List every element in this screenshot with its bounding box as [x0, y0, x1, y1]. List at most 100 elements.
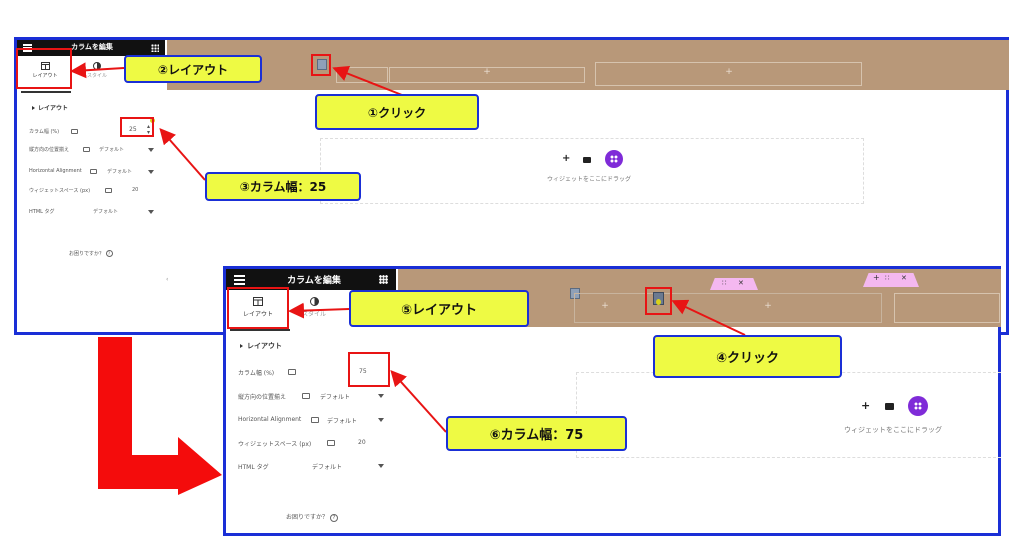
help-text: お困りですか？	[286, 514, 329, 521]
vertical-align-select[interactable]: デフォルト	[320, 394, 351, 401]
hamburger-icon[interactable]	[234, 275, 245, 285]
add-widget-plus[interactable]: +	[601, 301, 609, 311]
grid-icon	[610, 155, 618, 163]
monitor-icon	[71, 129, 78, 134]
tab-style[interactable]: スタイル	[292, 297, 336, 327]
monitor-icon	[288, 369, 296, 375]
drop-zone[interactable]	[320, 138, 864, 204]
tab-style-label: スタイル	[301, 311, 326, 318]
tab-layout-underline	[21, 91, 71, 93]
contrast-icon	[309, 297, 319, 306]
html-tag-label: HTML タグ	[238, 464, 269, 471]
question-icon: ?	[105, 250, 113, 257]
section-title[interactable]: レイアウト	[247, 342, 282, 350]
add-widget-plus[interactable]: +	[764, 301, 772, 311]
callout-step-6: ⑥カラム幅：75	[446, 416, 627, 451]
html-tag-select[interactable]: デフォルト	[312, 464, 343, 471]
close-icon[interactable]: ✕	[738, 279, 744, 287]
section-handle[interactable]: + ∷ ✕	[863, 273, 919, 287]
tab-style[interactable]: スタイル	[77, 62, 117, 92]
widget-space-label: ウィジェットスペース (px)	[29, 188, 91, 194]
highlight-tab-layout-bottom	[227, 287, 289, 329]
horizontal-align-select[interactable]: デフォルト	[327, 418, 358, 425]
highlight-tab-layout-top	[16, 48, 72, 89]
tab-layout[interactable]: レイアウト	[23, 62, 67, 92]
template-button[interactable]	[908, 396, 928, 416]
callout-step-2: ②レイアウト	[124, 55, 262, 83]
column-2[interactable]	[894, 293, 1000, 323]
highlight-column-handle-top	[311, 54, 331, 76]
highlight-width-input-bottom	[348, 352, 390, 387]
tab-layout[interactable]: レイアウト	[232, 297, 284, 327]
section-caret-icon	[32, 106, 35, 110]
help-link[interactable]: お困りですか？ ?	[286, 512, 338, 522]
cursor-icon	[656, 299, 661, 305]
html-tag-label: HTML タグ	[29, 209, 55, 215]
highlight-width-input-top	[120, 117, 154, 137]
column-handle-icon[interactable]	[317, 59, 327, 70]
folder-icon[interactable]	[885, 403, 894, 410]
html-tag-select[interactable]: デフォルト	[93, 209, 119, 215]
drop-zone-text: ウィジェットをここにドラッグ	[547, 176, 632, 183]
grid-icon[interactable]	[379, 275, 388, 284]
col-width-input[interactable]: 75	[359, 368, 367, 375]
horizontal-align-label: Horizontal Alignment	[29, 168, 82, 174]
drag-icon: ∷	[885, 274, 890, 282]
callout-step-1: ①クリック	[315, 94, 479, 130]
highlight-column-handle-bottom	[645, 287, 672, 315]
col-width-label: カラム幅 (%)	[238, 370, 275, 377]
section-row[interactable]	[167, 40, 1009, 90]
widget-space-label: ウィジェットスペース (px)	[238, 441, 312, 448]
vertical-align-label: 縦方向の位置揃え	[29, 147, 70, 153]
screenshot-after: カラムを編集 レイアウト スタイル レイアウト カラム幅 (%) 75 縦方向の…	[223, 266, 1001, 536]
folder-icon[interactable]	[583, 157, 591, 163]
column-1[interactable]	[336, 67, 388, 83]
add-widget-plus[interactable]: +	[725, 67, 733, 77]
tab-style-label: スタイル	[86, 73, 107, 79]
section-handle[interactable]: ∷ ✕	[710, 278, 758, 290]
chevron-down-icon	[378, 418, 384, 422]
add-section-plus[interactable]: +	[861, 399, 871, 412]
callout-step-3: ③カラム幅：25	[205, 172, 361, 201]
flow-arrow-icon	[98, 337, 222, 495]
help-text: お困りですか？	[69, 251, 105, 257]
monitor-icon	[311, 417, 319, 423]
section-title[interactable]: レイアウト	[38, 105, 69, 112]
grid-icon[interactable]	[151, 44, 159, 52]
add-section-plus[interactable]: +	[562, 153, 571, 164]
vertical-align-select[interactable]: デフォルト	[99, 147, 125, 153]
grid-icon	[914, 402, 922, 410]
stepper-icon[interactable]: ▴▾	[147, 123, 151, 136]
col-width-value: 25	[129, 126, 137, 133]
drop-zone[interactable]	[576, 372, 1001, 458]
callout-step-4: ④クリック	[653, 335, 842, 378]
question-icon: ?	[329, 514, 338, 522]
contrast-icon	[93, 62, 101, 70]
column-1[interactable]	[574, 293, 882, 323]
vertical-align-label: 縦方向の位置揃え	[238, 394, 287, 401]
monitor-icon	[83, 147, 90, 152]
col-width-label: カラム幅 (%)	[29, 129, 60, 135]
monitor-icon	[327, 440, 335, 446]
widget-space-input[interactable]: 20	[132, 187, 139, 193]
collapse-handle[interactable]: ‹	[166, 276, 169, 283]
add-widget-plus[interactable]: +	[483, 67, 491, 77]
layout-icon	[40, 62, 50, 70]
tab-layout-label: レイアウト	[242, 311, 273, 318]
widget-space-input[interactable]: 20	[358, 439, 366, 446]
tab-layout-underline	[230, 329, 290, 331]
template-button[interactable]	[605, 150, 623, 168]
add-icon[interactable]: +	[873, 273, 880, 282]
monitor-icon	[90, 169, 97, 174]
col-width-input[interactable]: 25 ▴▾	[121, 124, 153, 136]
help-link[interactable]: お困りですか？ ?	[69, 250, 113, 257]
monitor-icon	[302, 393, 310, 399]
chevron-down-icon	[378, 464, 384, 468]
horizontal-align-select[interactable]: デフォルト	[107, 169, 133, 175]
column-3[interactable]	[595, 62, 862, 86]
drop-zone-text: ウィジェットをここにドラッグ	[844, 426, 942, 434]
close-icon[interactable]: ✕	[901, 274, 907, 282]
section-caret-icon	[240, 344, 243, 348]
drag-icon: ∷	[722, 279, 727, 287]
chevron-down-icon	[148, 210, 154, 214]
